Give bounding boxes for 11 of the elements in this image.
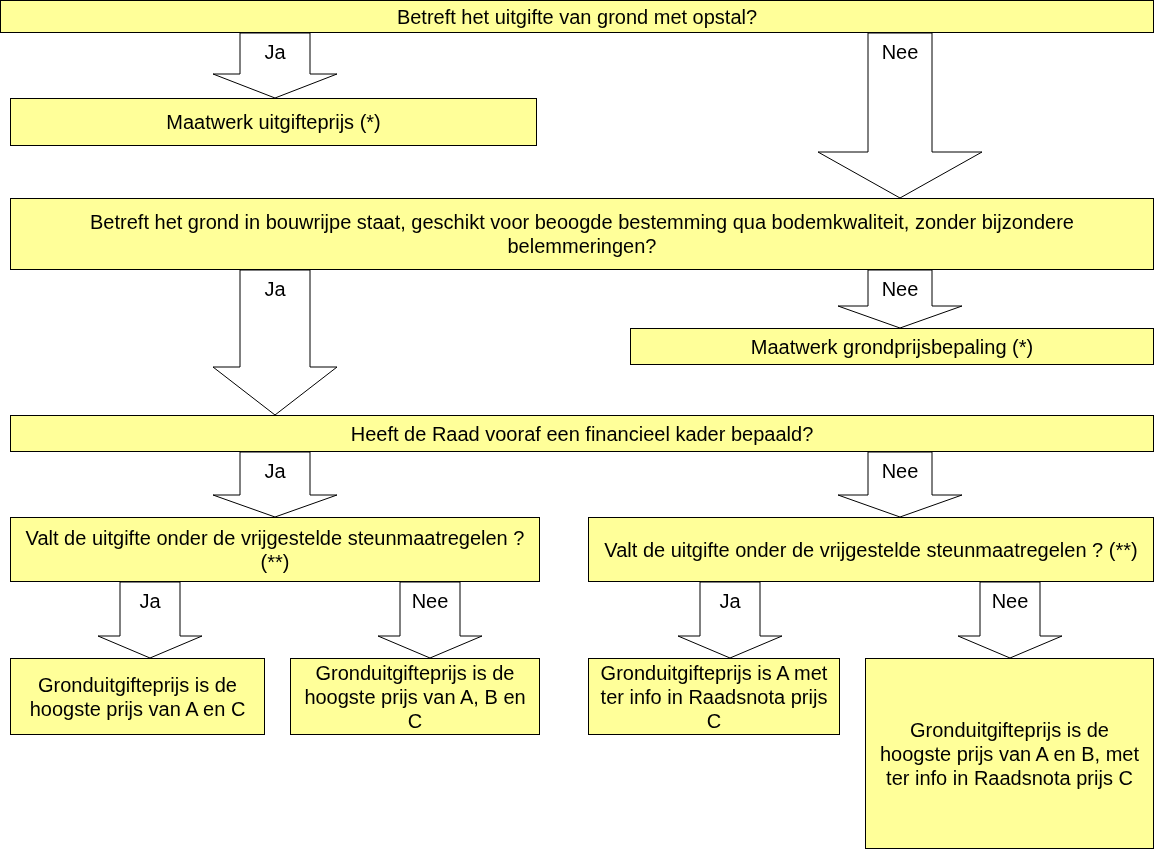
decision-box: Maatwerk uitgifteprijs (*): [10, 98, 537, 146]
decision-box: Betreft het uitgifte van grond met opstal?: [0, 0, 1154, 33]
decision-box: Maatwerk grondprijsbepaling (*): [630, 328, 1154, 365]
decision-box: Valt de uitgifte onder de vrijgestelde steunmaatregelen ? (**): [10, 517, 540, 582]
decision-box: Gronduitgifteprijs is de hoogste prijs van A, B en C: [290, 658, 540, 735]
decision-box: Gronduitgifteprijs is de hoogste prijs van A en C: [10, 658, 265, 735]
decision-box: Betreft het grond in bouwrijpe staat, geschikt voor beoogde bestemming qua bodemkwaliteit, zonder bijzondere belemmeringen?: [10, 198, 1154, 270]
decision-box: Valt de uitgifte onder de vrijgestelde steunmaatregelen ? (**): [588, 517, 1154, 582]
decision-box: Heeft de Raad vooraf een financieel kader bepaald?: [10, 415, 1154, 452]
decision-box: Gronduitgifteprijs is A met ter info in Raadsnota prijs C: [588, 658, 840, 735]
decision-box: Gronduitgifteprijs is de hoogste prijs van A en B, met ter info in Raadsnota prijs C: [865, 658, 1154, 849]
